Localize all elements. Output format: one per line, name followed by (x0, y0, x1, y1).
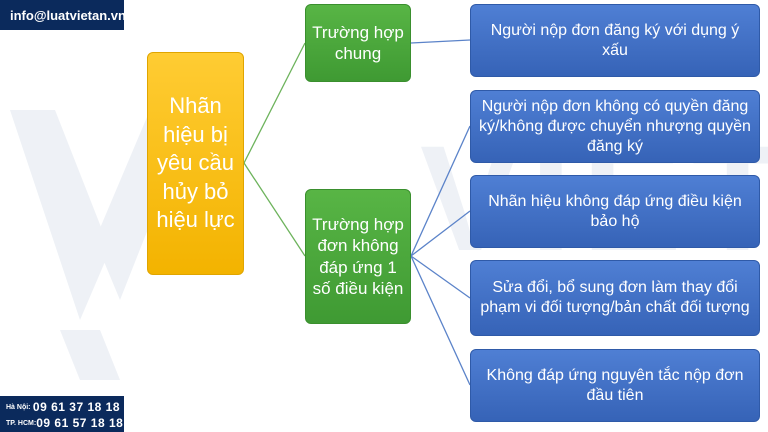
connector-branch1-leaf1 (410, 39, 471, 44)
root-node: Nhãn hiệu bị yêu cầu hủy bỏ hiệu lực (147, 52, 244, 275)
root-node-label: Nhãn hiệu bị yêu cầu hủy bỏ hiệu lực (156, 93, 235, 233)
leaf-node-label: Sửa đổi, bổ sung đơn làm thay đổi phạm v… (480, 279, 750, 316)
leaf-node-amendment: Sửa đổi, bổ sung đơn làm thay đổi phạm v… (470, 260, 760, 336)
email-badge[interactable]: info@luatvietan.vn (0, 0, 126, 30)
leaf-node-label: Không đáp ứng nguyên tắc nộp đơn đầu tiê… (486, 366, 744, 404)
connector-branch2-leaf2 (410, 125, 471, 257)
email-text: info@luatvietan.vn (10, 7, 126, 23)
phone-row-hcm: TP. HCM: 09 61 57 18 18 (6, 415, 124, 431)
phone-row-hanoi: Hà Nội: 09 61 37 18 18 (6, 399, 120, 415)
connector-root-branch2 (243, 162, 306, 257)
leaf-node-bad-faith: Người nộp đơn đăng ký với dụng ý xấu (470, 4, 760, 77)
leaf-node-no-right: Người nộp đơn không có quyền đăng ký/khô… (470, 90, 760, 163)
phone-badge: Hà Nội: 09 61 37 18 18 TP. HCM: 09 61 57… (0, 396, 124, 432)
branch-node-label: Trường hợp chung (312, 22, 404, 63)
leaf-node-label: Người nộp đơn không có quyền đăng ký/khô… (479, 97, 751, 155)
connector-branch2-leaf4 (410, 255, 471, 299)
phone-city-label: TP. HCM: (6, 419, 37, 427)
phone-number[interactable]: 09 61 57 18 18 (36, 416, 124, 430)
leaf-node-label: Người nộp đơn đăng ký với dụng ý xấu (490, 21, 740, 59)
leaf-node-first-to-file: Không đáp ứng nguyên tắc nộp đơn đầu tiê… (470, 349, 760, 422)
branch-node-conditions: Trường hợp đơn không đáp ứng 1 số điều k… (305, 189, 411, 324)
connector-root-branch1 (243, 42, 306, 164)
branch-node-general: Trường hợp chung (305, 4, 411, 82)
leaf-node-protection-conditions: Nhãn hiệu không đáp ứng điều kiện bảo hộ (470, 175, 760, 248)
phone-city-label: Hà Nội: (6, 403, 31, 411)
leaf-node-label: Nhãn hiệu không đáp ứng điều kiện bảo hộ (488, 192, 742, 230)
connector-branch2-leaf5 (410, 255, 471, 386)
branch-node-label: Trường hợp đơn không đáp ứng 1 số điều k… (312, 215, 404, 298)
connector-branch2-leaf3 (410, 210, 471, 257)
phone-number[interactable]: 09 61 37 18 18 (32, 400, 120, 414)
